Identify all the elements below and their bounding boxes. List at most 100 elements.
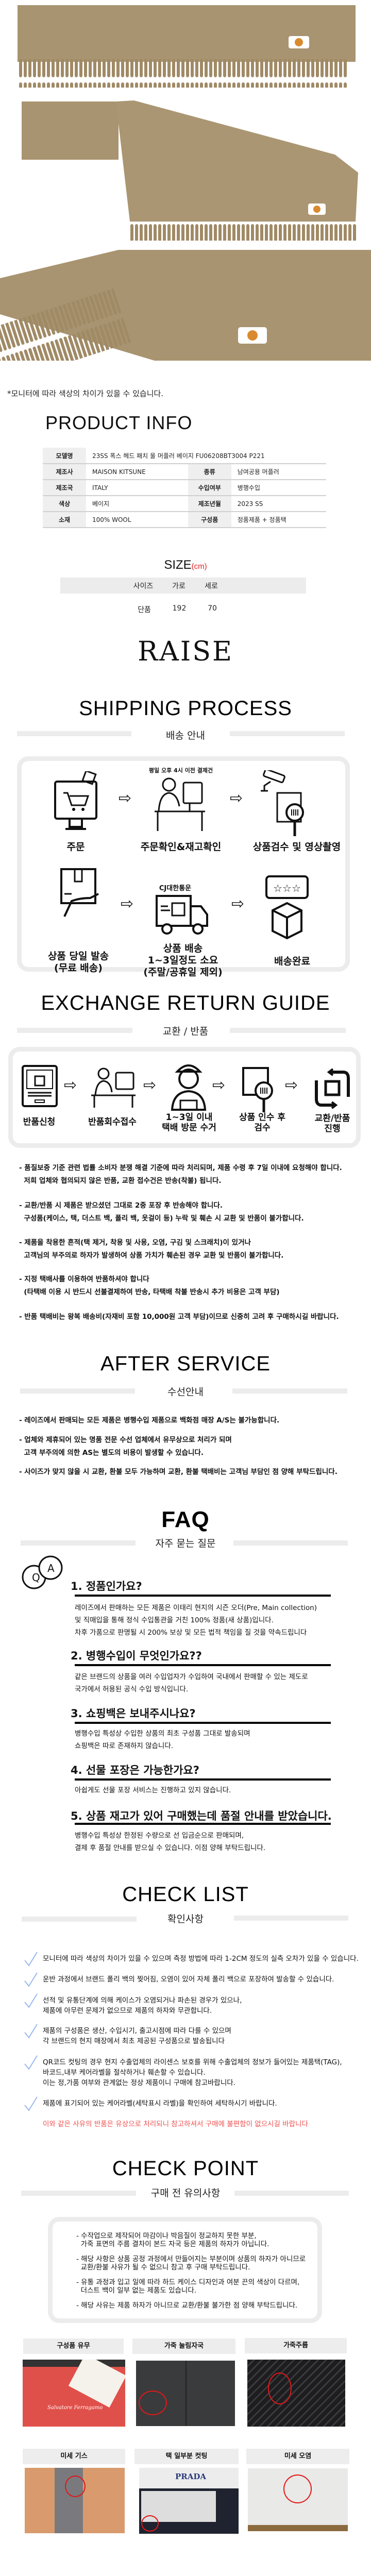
checkpoint-note: - 해당 사유는 제품 하자가 아니므로 교환/환불 불가한 점 양해 부탁드립… — [76, 2301, 297, 2310]
note-line: 저희 업체와 협의되지 않은 반품, 교환 접수건은 반송(착불) 됩니다. — [19, 1177, 222, 1185]
divider — [22, 1917, 137, 1922]
brand-text: PRADA — [175, 2472, 207, 2481]
info-value: 2023 SS — [231, 496, 326, 512]
size-cell: 192 — [172, 604, 187, 613]
step-label-line: (주말/공휴일 제외) — [143, 967, 223, 978]
highlight-circle — [268, 2372, 292, 2404]
table-row: 제조사 MAISON KITSUNE 종류 남여공용 머플러 — [43, 464, 326, 480]
item-line: 제품에 표기되어 있는 케어라벨(세탁표시 라벨)을 확인하여 세탁하시기 바랍… — [43, 2099, 277, 2108]
info-value: 병행수입 — [231, 480, 326, 496]
faq-title: FAQ — [161, 1507, 210, 1532]
product-info-title: PRODUCT INFO — [45, 412, 193, 433]
checkmark-icon — [24, 1972, 38, 1987]
exchange-note: - 제품을 착용한 흔적(택 제거, 착용 및 사용, 오염, 구김 및 스크래… — [19, 1236, 283, 1262]
divider — [21, 1540, 136, 1546]
step-label: 상품검수 및 영상촬영 — [252, 841, 341, 853]
checklist-item: 모니터에 따라 색상의 차이가 있을 수 있으며 측정 방법에 따라 1-2CM… — [43, 1954, 359, 1964]
example-label: 구성품 유무 — [23, 2338, 124, 2354]
info-value: 베이지 — [86, 496, 188, 512]
checklist-subtitle: 확인사항 — [167, 1913, 204, 1925]
info-label: 제조사 — [43, 464, 86, 480]
info-label: 제조국 — [43, 480, 86, 496]
courier-name: CJ대한통운 — [159, 885, 192, 892]
checkmark-icon — [24, 2096, 38, 2111]
step-label-line: 택배 방문 수거 — [162, 1123, 216, 1133]
answer-line: 레이즈에서 판매하는 모든 제품은 이태리 현지의 시즌 오더(Pre, Mai… — [75, 1604, 317, 1612]
arrow-right-icon: ⇨ — [231, 895, 245, 913]
exchange-note: - 품질보증 기준 관련 법률 소비자 분쟁 해결 기준에 따라 처리되며, 제… — [19, 1162, 342, 1188]
divider — [230, 1028, 346, 1033]
step-label: 주문확인&재고확인 — [140, 841, 222, 853]
note-line: - 사이즈가 맞지 않을 시 교환, 환불 모두 가능하며 교환, 환불 택배비… — [19, 1468, 338, 1476]
item-line: 제품에 아무런 문제가 없으므로 제품의 하자와 무관합니다. — [43, 2007, 212, 2015]
step-label-line: 상품 배송 — [163, 943, 203, 954]
highlight-circle — [141, 2515, 159, 2532]
step-label: 배송완료 — [274, 956, 310, 967]
example-photo-components: Salvatore Ferragamo — [23, 2360, 125, 2427]
svg-text:Q: Q — [32, 1571, 40, 1584]
info-label: 소재 — [43, 512, 86, 528]
step-label-line: (무료 배송) — [54, 962, 103, 974]
note-line: - 해당 사항은 상품 공정 과정에서 만들어지는 부분이며 상품의 하자가 아… — [76, 2255, 306, 2263]
arrow-right-icon: ⇨ — [230, 789, 243, 807]
faq-answer: 병행수입 특성상 한정된 수량으로 선 입금순으로 판매되며,결제 후 품절 안… — [75, 1829, 265, 1854]
shipping-subtitle: 배송 안내 — [166, 730, 205, 741]
table-row: 소재 100% WOOL 구성품 정품제품 + 정품택 — [43, 512, 326, 528]
faq-question: 5. 상품 재고가 있어 구매했는데 품절 안내를 받았습니다. — [71, 1810, 332, 1822]
highlight-circle — [283, 2475, 312, 2503]
rated-box-icon: ☆☆☆ — [265, 875, 309, 940]
after-service-subtitle: 수선안내 — [167, 1386, 204, 1398]
note-line: - 지정 택배사를 이용하여 반품하셔야 합니다 — [19, 1275, 149, 1283]
note-line: - 반품 택배비는 왕복 배송비(자재비 포함 10,000원 고객 부담)이므… — [19, 1313, 339, 1321]
info-label: 색상 — [43, 496, 86, 512]
note-line: - 해당 사유는 제품 하자가 아니므로 교환/환불 불가한 점 양해 부탁드립… — [76, 2301, 298, 2310]
note-line: 교환/환불 사유가 될 수 없으니 참고 후 구매 부탁드립니다. — [76, 2263, 250, 2272]
computer-cart-icon — [54, 771, 97, 830]
answer-line: 및 직매입을 통해 정식 수입통관을 거친 100% 정품(새 상품)입니다. — [75, 1616, 274, 1624]
step-label: 반품신청 — [23, 1117, 56, 1127]
highlight-circle — [139, 2391, 167, 2415]
size-table-header — [60, 578, 306, 594]
checkmark-icon — [24, 2024, 38, 2039]
checkmark-icon — [24, 1993, 38, 2008]
product-photo-draped — [22, 100, 358, 241]
product-photo-closeup — [0, 250, 371, 361]
info-value: 정품제품 + 정품택 — [231, 512, 326, 528]
exchange-note: - 교환/반품 시 제품은 받으셨던 그대로 2중 포장 후 반송해야 합니다.… — [19, 1199, 304, 1225]
checkmark-icon — [24, 2055, 38, 2070]
info-label: 구성품 — [188, 512, 231, 528]
info-value: ITALY — [86, 480, 188, 496]
checkpoint-box — [48, 2217, 322, 2323]
product-info-table: 모델명 23SS 폭스 헤드 패치 울 머플러 베이지 FU06208BT300… — [43, 448, 326, 528]
step-label-line: 상품 인수 후 — [239, 1112, 286, 1123]
divider — [17, 1028, 132, 1033]
example-label: 가죽 눌림자국 — [132, 2338, 235, 2354]
item-line: 모니터에 따라 색상의 차이가 있을 수 있으며 측정 방법에 따라 1-2CM… — [43, 1955, 359, 1963]
arrow-right-icon: ⇨ — [121, 895, 134, 913]
example-photo-tag-cut: PRADA — [139, 2468, 239, 2534]
faq-rule — [75, 1664, 331, 1666]
color-note: *모니터에 따라 색상의 차이가 있을 수 있습니다. — [7, 389, 164, 398]
cutoff-note: 평일 오후 4시 이전 결제건 — [148, 767, 213, 774]
faq-question: 3. 쇼핑백은 보내주시나요? — [71, 1707, 196, 1720]
example-label: 미세 기스 — [23, 2449, 125, 2464]
divider — [230, 731, 345, 736]
checklist-item: 선적 및 유통단계에 의해 케이스가 오염되거나 파손된 경우가 있으나,제품에… — [43, 1995, 242, 2016]
answer-line: 쇼핑백은 따로 존재하지 않습니다. — [75, 1742, 174, 1750]
exchange-cycle-icon — [315, 1068, 350, 1109]
item-line: 운반 과정에서 브랜드 폴리 백의 찢어짐, 오염이 있어 자체 폴리 백으로 … — [43, 1975, 334, 1984]
brand-text: Salvatore Ferragamo — [47, 2405, 103, 2411]
exchange-note: - 지정 택배사를 이용하여 반품하셔야 합니다 (타택배 이용 시 반드시 선… — [19, 1273, 280, 1299]
note-line: 고객님의 부주의로 하자가 발생하여 상품 가치가 훼손된 경우 교환 및 반품… — [19, 1251, 284, 1260]
info-label: 종류 — [188, 464, 231, 480]
item-line: 이는 정,가품 여부와 관계없는 정상 제품이니 구매에 참고바랍니다. — [43, 2079, 235, 2087]
divider — [21, 2191, 136, 2196]
example-label: 택 일부분 컷팅 — [134, 2449, 239, 2464]
answer-line: 결제 후 품절 안내를 받으실 수 있습니다. 이점 양해 부탁드립니다. — [75, 1844, 266, 1852]
divider — [20, 1388, 135, 1394]
